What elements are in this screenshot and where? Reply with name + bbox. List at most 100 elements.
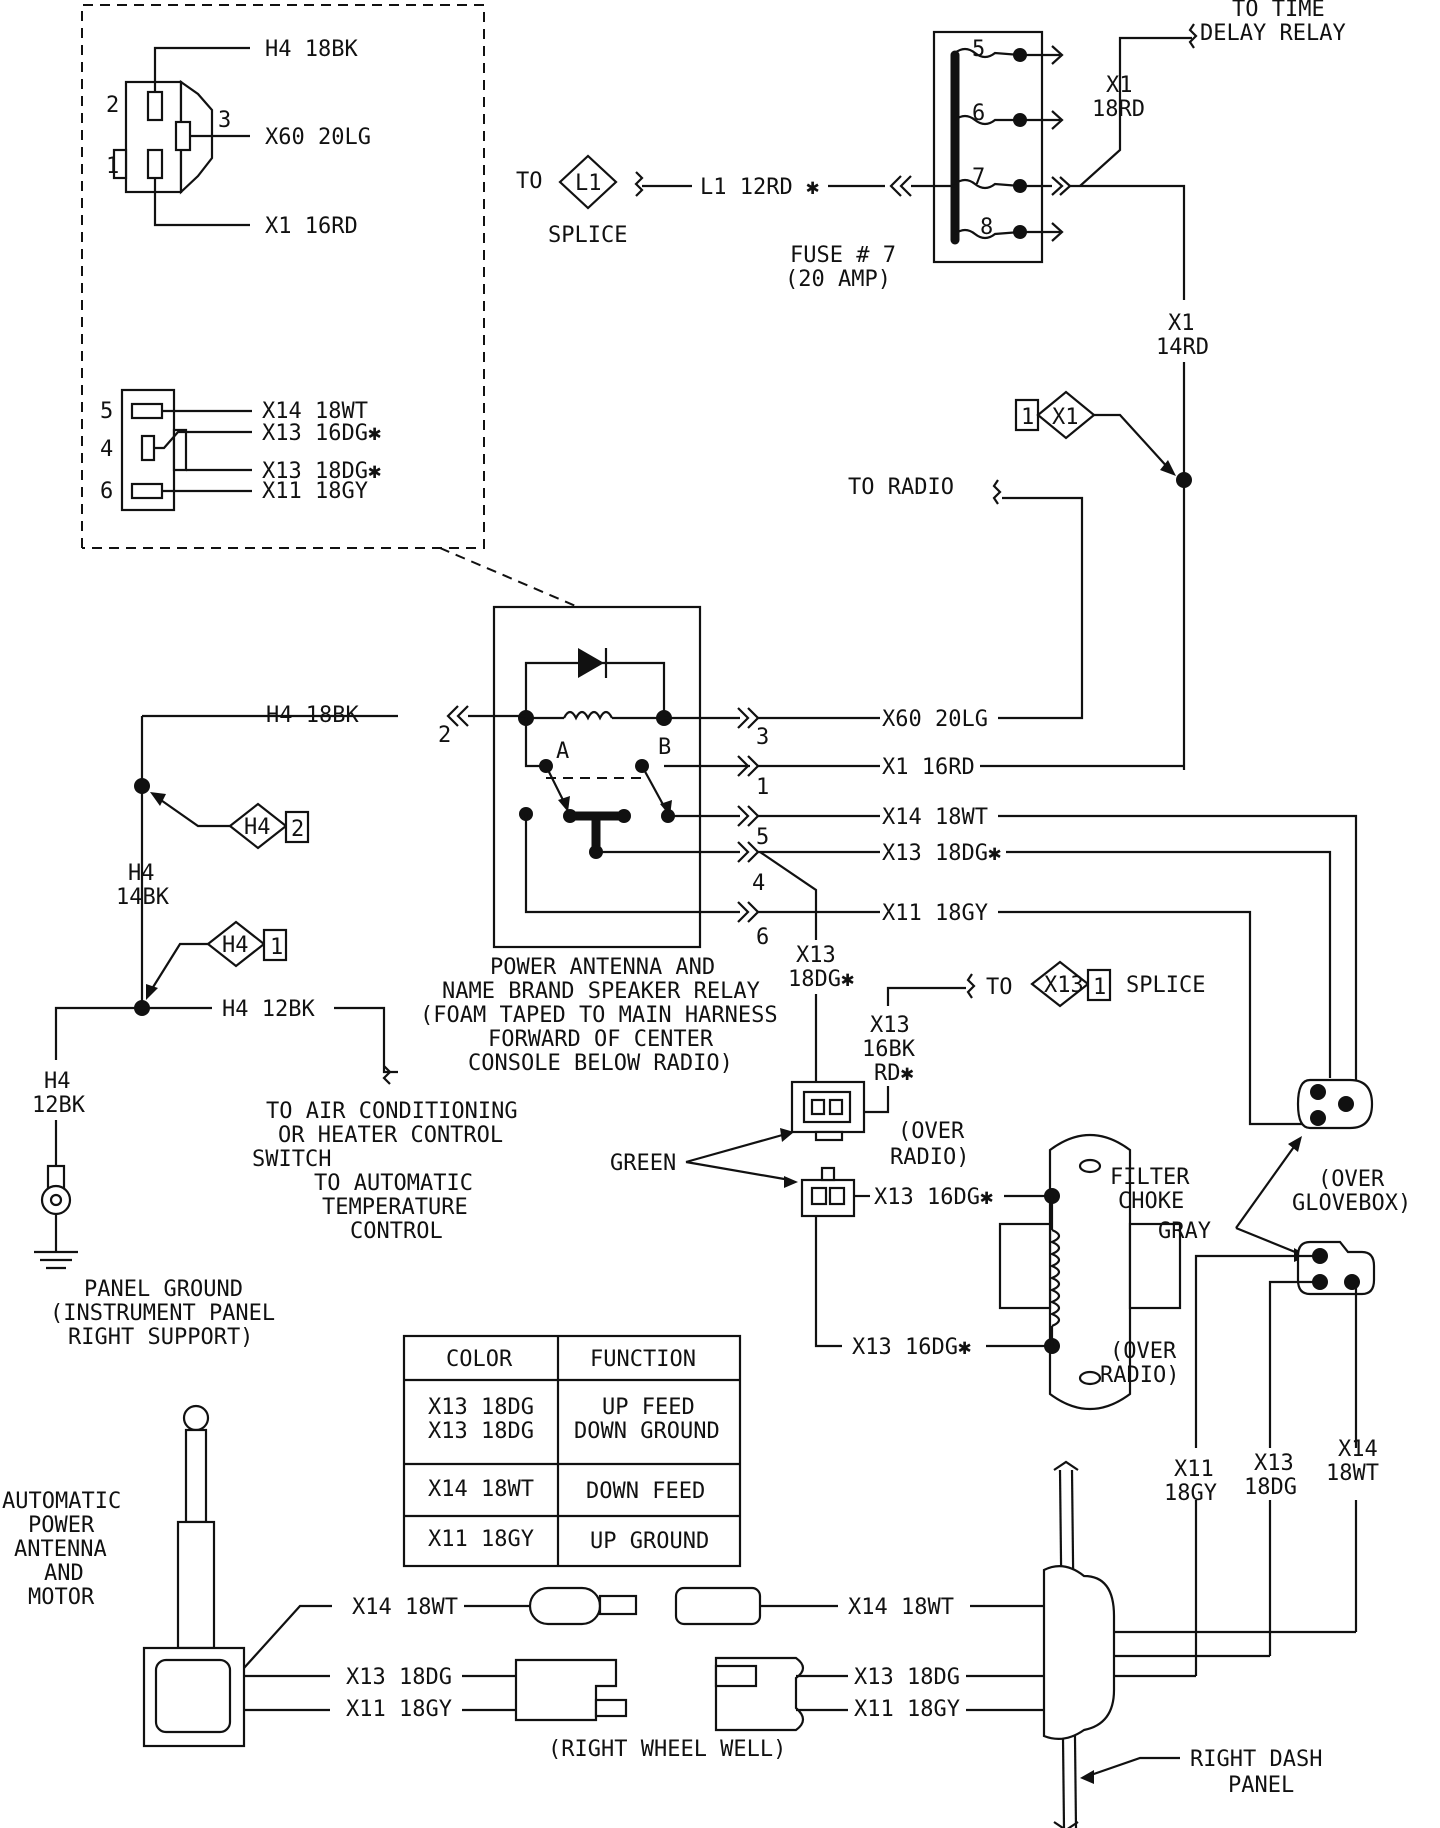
x13-16bk-rd: RD✱: [874, 1061, 914, 1086]
antenna-motor: AUTOMATIC POWER ANTENNA AND MOTOR X14 18…: [2, 1404, 786, 1762]
x1-18rd-gauge: 18RD: [1092, 97, 1145, 122]
x13-16bk-code: X13: [870, 1013, 910, 1038]
svg-text:L1: L1: [575, 171, 602, 196]
h4-tag-1: H4 1: [206, 920, 288, 968]
relay-pin-2: 2: [438, 723, 451, 748]
table-row2-func: DOWN FEED: [586, 1479, 705, 1504]
svg-text:SWITCH: SWITCH: [252, 1147, 331, 1172]
inset-b-wire-x13-18dg: X13 18DG✱: [262, 459, 381, 484]
green-connector: [800, 1166, 856, 1218]
h4-14bk-code: H4: [128, 861, 155, 886]
h4-12bk-code: H4: [44, 1069, 71, 1094]
x1-14rd-gauge: 14RD: [1156, 335, 1209, 360]
x13-18dg-gauge: 18DG✱: [788, 967, 854, 992]
h4-14bk-gauge: 14BK: [116, 885, 170, 910]
panel-ground-1: PANEL GROUND: [84, 1277, 243, 1302]
inset-b-pin-5: 5: [100, 399, 113, 424]
color-function-table: COLOR FUNCTION X13 18DG X13 18DG UP FEED…: [402, 1334, 742, 1568]
dash-x14-gauge: 18WT: [1326, 1461, 1379, 1486]
relay-h4-18bk: H4 18BK: [266, 703, 359, 728]
dash-x13: X13 18DG: [854, 1665, 960, 1690]
time-delay-circuit: TO TIME DELAY RELAY X1 18RD X1 14RD 1 X1…: [848, 0, 1346, 770]
over-radio-a-1: (OVER: [898, 1119, 965, 1144]
x13-18dg-code: X13: [796, 943, 836, 968]
dash-x11-code: X11: [1174, 1457, 1214, 1482]
inset-a-pin-1: 1: [106, 154, 119, 179]
svg-text:H4: H4: [222, 933, 249, 958]
inset-connector-a: 2 1 3 H4 18BK X60 20LG X1 16RD: [106, 37, 371, 239]
gray-label: GRAY: [1158, 1219, 1211, 1244]
svg-text:TO AUTOMATIC: TO AUTOMATIC: [314, 1171, 473, 1196]
relay-x13: X13 18DG✱: [882, 841, 1001, 866]
antenna-x14: X14 18WT: [352, 1595, 458, 1620]
antenna-x11: X11 18GY: [346, 1697, 452, 1722]
relay-outputs: X60 20LG 3 X1 16RD 1 X14 18WT 5 X13 18DG…: [596, 707, 1358, 1126]
green-label: GREEN: [610, 1151, 676, 1176]
relay-caption-3: (FOAM TAPED TO MAIN HARNESS: [420, 1003, 778, 1028]
inset-a-wire-x1: X1 16RD: [265, 214, 358, 239]
fuse-rating: (20 AMP): [785, 267, 891, 292]
table-row2-color: X14 18WT: [428, 1477, 534, 1502]
relay-pin-3: 3: [756, 725, 769, 750]
glovebox-connector: [1296, 1078, 1374, 1130]
svg-text:1: 1: [270, 935, 283, 960]
table-header-color: COLOR: [446, 1347, 513, 1372]
inset-b-wire-x13-16dg: X13 16DG✱: [262, 421, 381, 446]
x13-16dg-a: X13 16DG✱: [874, 1185, 993, 1210]
inset-a-wire-x60: X60 20LG: [265, 125, 371, 150]
filter-choke-1: FILTER: [1110, 1165, 1190, 1190]
svg-text:AUTOMATIC: AUTOMATIC: [2, 1489, 121, 1514]
ground-circuit: H4 2 H4 14BK H4 1 H4 12BK H4 12BK PANEL …: [32, 716, 398, 1350]
over-radio-connector: [790, 1080, 866, 1142]
relay-pin-6: 6: [756, 925, 769, 950]
time-delay-line2: DELAY RELAY: [1200, 21, 1346, 46]
x1-18rd-code: X1: [1106, 73, 1133, 98]
inset-a-wire-h4: H4 18BK: [265, 37, 358, 62]
svg-text:AND: AND: [44, 1561, 84, 1586]
x13-16bk-gauge: 16BK: [862, 1037, 916, 1062]
middle-section: X13 18DG✱ TO X13 1 SPLICE X13 16BK RD✱ (…: [610, 943, 1411, 1448]
fuse-rows: [954, 45, 1072, 242]
table-header-function: FUNCTION: [590, 1347, 696, 1372]
to-radio-label: TO RADIO: [848, 475, 954, 500]
svg-text:OR HEATER CONTROL: OR HEATER CONTROL: [278, 1123, 503, 1148]
svg-text:MOTOR: MOTOR: [28, 1585, 95, 1610]
dash-x13-gauge: 18DG: [1244, 1475, 1297, 1500]
splice-label: SPLICE: [548, 223, 627, 248]
inset-a-pin-2: 2: [106, 93, 119, 118]
x1-circuit-tag: 1 X1: [1014, 390, 1096, 440]
table-row3-color: X11 18GY: [428, 1527, 534, 1552]
svg-text:2: 2: [291, 817, 304, 842]
relay-caption-1: POWER ANTENNA AND: [490, 955, 715, 980]
contact-a: A: [556, 739, 569, 764]
to-x13-label: TO: [986, 975, 1013, 1000]
over-glovebox-2: GLOVEBOX): [1292, 1191, 1411, 1216]
table-row1-func2: DOWN GROUND: [574, 1419, 720, 1444]
filter-choke-2: CHOKE: [1118, 1189, 1184, 1214]
relay-x1-16rd: X1 16RD: [882, 755, 975, 780]
antenna-x13: X13 18DG: [346, 1665, 452, 1690]
relay-pin-1: 1: [756, 775, 769, 800]
svg-text:ANTENNA: ANTENNA: [14, 1537, 107, 1562]
x1-14rd-code: X1: [1168, 311, 1195, 336]
x13-splice-tag: X13 1: [1030, 960, 1112, 1008]
time-delay-line1: TO TIME: [1232, 0, 1325, 22]
relay-caption-2: NAME BRAND SPEAKER RELAY: [442, 979, 760, 1004]
h4-12bk-gauge: 12BK: [32, 1093, 86, 1118]
h4-12bk-right: H4 12BK: [222, 997, 315, 1022]
inset-b-pin-4: 4: [100, 437, 113, 462]
l1-splice-tag: L1: [558, 154, 618, 210]
inset-a-pin-3: 3: [218, 108, 231, 133]
panel-ground-2: (INSTRUMENT PANEL: [50, 1301, 275, 1326]
relay-pin-5: 5: [756, 825, 769, 850]
dash-x14-code: X14: [1338, 1437, 1378, 1462]
fuse-name: FUSE # 7: [790, 243, 896, 268]
filter-choke: [998, 1133, 1182, 1411]
connector-inset: 2 1 3 H4 18BK X60 20LG X1 16RD 5 4 6 X14…: [81, 4, 579, 608]
relay-x14: X14 18WT: [882, 805, 988, 830]
svg-text:CONTROL: CONTROL: [350, 1219, 443, 1244]
dash-x11: X11 18GY: [854, 1697, 960, 1722]
fuse-terminal-6: 6: [972, 101, 985, 126]
table-row1-color2: X13 18DG: [428, 1419, 534, 1444]
relay-caption-5: CONSOLE BELOW RADIO): [468, 1051, 733, 1076]
